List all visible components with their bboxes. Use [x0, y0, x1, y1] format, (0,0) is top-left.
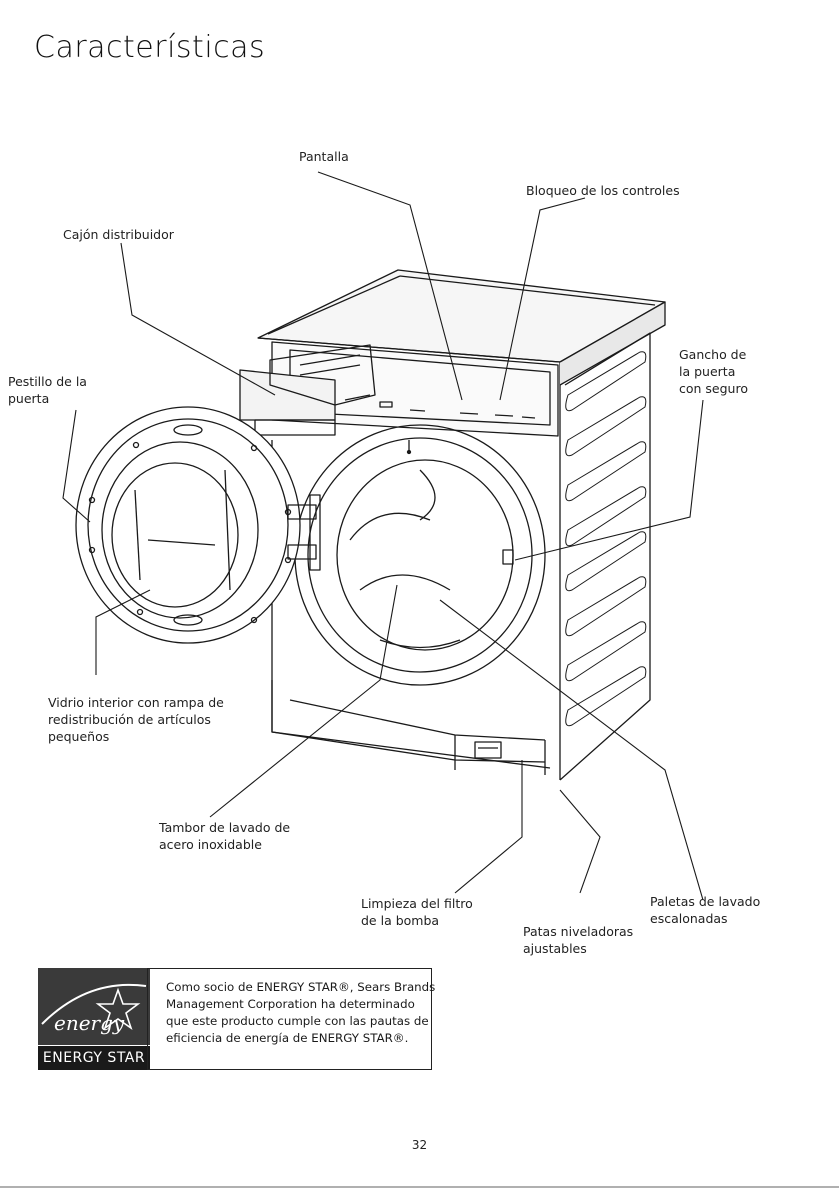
label-patas-line-1: Patas niveladoras [523, 924, 634, 939]
label-gancho-line-3: con seguro [679, 381, 748, 396]
pump-filter-cover [474, 741, 502, 759]
label-patas-niveladoras: Patas niveladoras ajustables [523, 923, 633, 957]
label-pestillo-line-2: puerta [8, 391, 50, 406]
label-tambor-lavado: Tambor de lavado de acero inoxidable [159, 819, 290, 853]
page-number: 32 [411, 1138, 428, 1152]
energy-line-1: Como socio de ENERGY STAR®, Sears Brands [166, 980, 436, 994]
open-door [75, 406, 321, 644]
label-cajon-distribuidor: Cajón distribuidor [63, 227, 174, 242]
dispenser-drawer [239, 344, 376, 436]
side-ribs [565, 351, 647, 727]
label-vidrio-interior: Vidrio interior con rampa de redistribuc… [48, 694, 224, 745]
label-limpieza-line-2: de la bomba [361, 913, 440, 928]
label-paletas-lavado: Paletas de lavado escalonadas [650, 893, 760, 927]
label-tambor-line-1: Tambor de lavado de [159, 820, 291, 835]
label-patas-line-2: ajustables [523, 941, 587, 956]
label-pestillo-line-1: Pestillo de la [8, 374, 87, 389]
energy-star-wordmark: ENERGY STAR [38, 1045, 150, 1070]
label-bloqueo-controles: Bloqueo de los controles [526, 183, 680, 198]
energy-star-logo: energy ENERGY STAR [38, 968, 150, 1070]
label-vidrio-line-1: Vidrio interior con rampa de [48, 695, 224, 710]
energy-star-icon: energy [38, 968, 150, 1046]
label-vidrio-line-2: redistribución de artículos [48, 712, 211, 727]
leader-lines [62, 171, 704, 901]
label-pantalla: Pantalla [299, 149, 349, 164]
label-tambor-line-2: acero inoxidable [159, 837, 262, 852]
label-limpieza-line-1: Limpieza del filtro [361, 896, 473, 911]
page-title: Características [34, 30, 266, 65]
energy-star-notice: Como socio de ENERGY STAR®, Sears Brands… [147, 968, 436, 1070]
label-gancho-puerta: Gancho de la puerta con seguro [679, 346, 748, 397]
label-vidrio-line-3: pequeños [48, 729, 110, 744]
label-paletas-line-1: Paletas de lavado [650, 894, 761, 909]
label-limpieza-filtro: Limpieza del filtro de la bomba [361, 895, 473, 929]
energy-line-2: Management Corporation ha determinado [166, 997, 415, 1011]
energy-line-4: eficiencia de energía de ENERGY STAR®. [166, 1031, 409, 1045]
energy-line-3: que este producto cumple con las pautas … [166, 1014, 429, 1028]
drum-opening [294, 424, 546, 686]
label-gancho-line-2: la puerta [679, 364, 736, 379]
label-pestillo-puerta: Pestillo de la puerta [8, 373, 87, 407]
label-gancho-line-1: Gancho de [679, 347, 747, 362]
energy-star-script: energy [54, 1011, 125, 1035]
label-paletas-line-2: escalonadas [650, 911, 728, 926]
washer-body [257, 269, 666, 781]
